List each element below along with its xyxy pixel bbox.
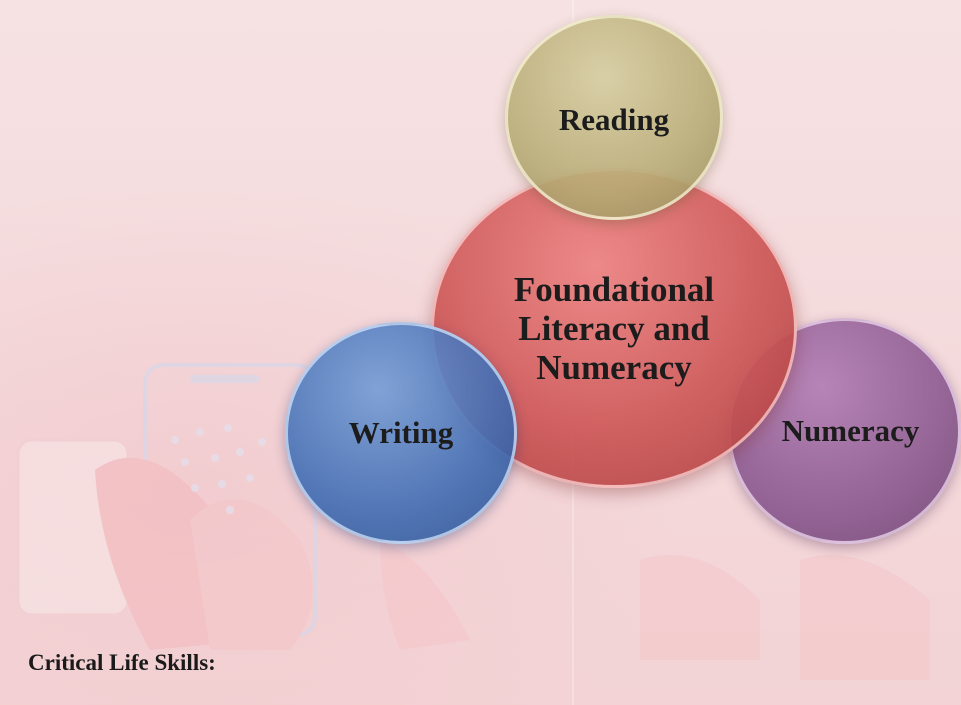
reading-circle: Reading	[505, 15, 723, 220]
caption-heading: Critical Life Skills:	[28, 650, 216, 675]
center-label-line-3: Numeracy	[536, 347, 692, 387]
center-label: Foundational Literacy and Numeracy	[514, 270, 714, 387]
center-label-line-2: Literacy and	[518, 308, 710, 348]
reading-label: Reading	[558, 102, 670, 137]
writing-label: Writing	[348, 415, 454, 450]
numeracy-label: Numeracy	[781, 413, 920, 448]
center-label-line-1: Foundational	[513, 269, 715, 309]
writing-circle: Writing	[285, 322, 517, 544]
